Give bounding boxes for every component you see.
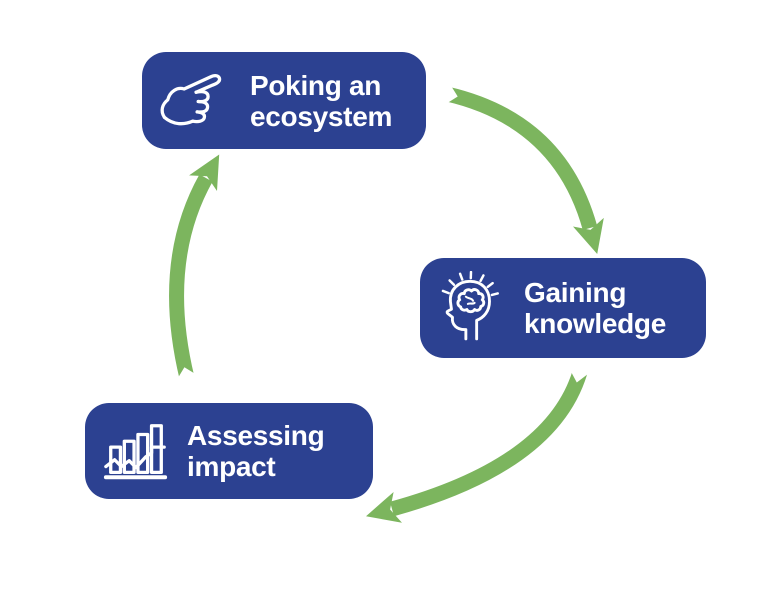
step-label-line2: knowledge (524, 308, 666, 339)
step-label: Assessing impact (187, 420, 325, 482)
arrow-poking-to-gaining (442, 80, 604, 254)
head-brain-icon (434, 271, 508, 345)
step-label: Gaining knowledge (524, 277, 666, 339)
bar-chart-icon (101, 416, 171, 486)
step-box-assessing-impact: Assessing impact (85, 403, 373, 499)
step-box-poking-ecosystem: Poking an ecosystem (142, 52, 426, 149)
step-label-line1: Assessing (187, 420, 325, 451)
arrow-assessing-to-poking (169, 154, 220, 383)
arrow-gaining-to-assessing (366, 366, 593, 523)
step-box-gaining-knowledge: Gaining knowledge (420, 258, 706, 358)
step-label-line2: ecosystem (250, 100, 393, 132)
step-label: Poking an ecosystem (250, 70, 392, 132)
step-label-line1: Poking an (250, 69, 382, 101)
pointing-hand-icon (154, 65, 236, 137)
step-label-line1: Gaining (524, 277, 627, 308)
step-label-line2: impact (187, 451, 276, 482)
